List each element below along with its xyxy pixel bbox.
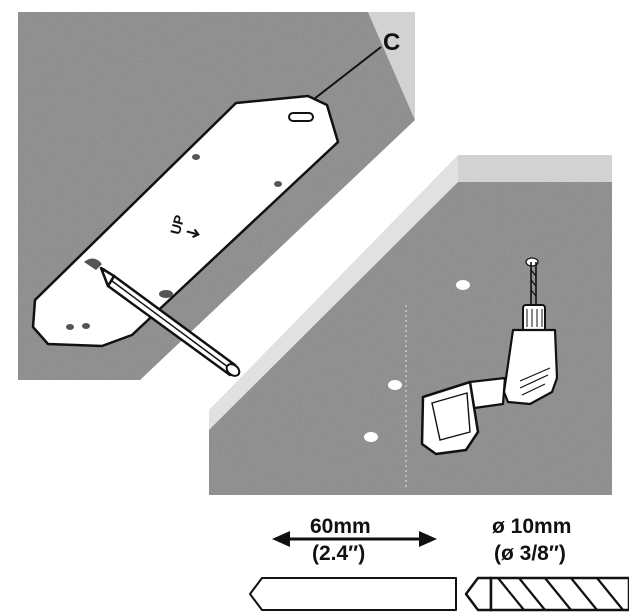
right-panel-left-edge: [209, 155, 458, 430]
drill-bit-diameter-metric: ø 10mm: [492, 515, 572, 538]
pencil-icon: [99, 266, 241, 377]
template-hole: [82, 323, 90, 329]
drill-depth-imperial: (2.4″): [312, 542, 366, 565]
right-panel: [209, 155, 612, 495]
depth-arrow-right-head: [419, 531, 437, 547]
template-keyhole-slot: [84, 258, 102, 270]
drill-bit-diameter-imperial: (ø 3/8″): [494, 542, 566, 565]
drill-bit-shaft: [530, 262, 537, 306]
drill-battery: [420, 380, 480, 456]
template-slot-top: [288, 112, 314, 122]
drill-hole: [456, 280, 470, 290]
drill-bit-flutes: [497, 577, 624, 611]
double-arrow-icon: [272, 531, 437, 547]
template-up-marking: UP: [167, 213, 200, 239]
pencil-tip: [99, 266, 116, 288]
left-panel-front-edge: [368, 12, 415, 120]
template-hole: [159, 290, 173, 298]
drill-bit-icon: [464, 576, 629, 612]
template-up-text: UP: [167, 213, 187, 236]
drill-body: [502, 328, 559, 406]
right-panel-top-surface-texture: [209, 182, 612, 495]
pencil-end: [225, 363, 241, 377]
template-hole: [192, 154, 200, 160]
drill-bit-tip: [464, 576, 493, 612]
template-up-arrow: [186, 228, 200, 239]
drill-depth-metric: 60mm: [310, 515, 371, 538]
depth-arrow-left-head: [272, 531, 290, 547]
drill-bit-body: [489, 576, 629, 612]
drill-battery-grip: [431, 392, 471, 441]
callout-c-label: C: [383, 29, 401, 56]
right-panel-back-edge: [458, 155, 612, 182]
drill-bit-twist: [530, 269, 537, 297]
depth-gauge-icon: [249, 577, 457, 611]
pencil-lead: [101, 268, 105, 272]
drill-chuck-ribs: [526, 309, 543, 327]
template-hole: [274, 181, 282, 187]
drill-icon: [420, 262, 559, 456]
drill-vents: [519, 367, 551, 396]
drill-hole: [388, 380, 402, 390]
callout-leader-line: [313, 46, 382, 100]
drill-hole: [525, 257, 539, 267]
template-hole: [66, 324, 74, 330]
drill-hole: [364, 432, 378, 442]
pencil-facet: [111, 280, 233, 371]
